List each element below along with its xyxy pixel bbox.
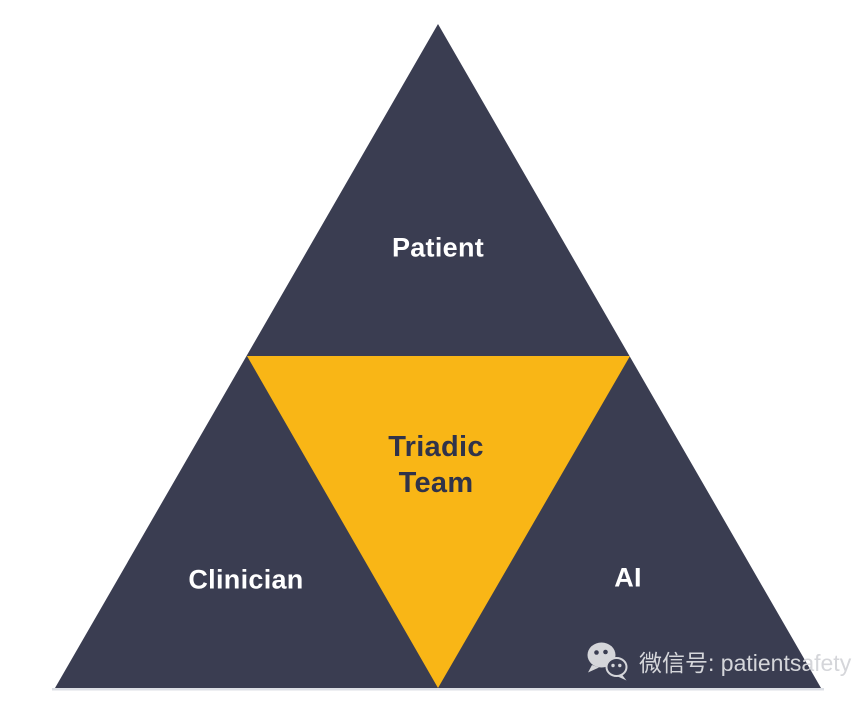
center-label-line2: Team — [398, 467, 474, 499]
center-triangle — [247, 356, 630, 688]
vertex-label-clinician: Clinician — [188, 564, 304, 595]
center-label-line1: Triadic — [388, 431, 484, 463]
center-label: Triadic Team — [388, 429, 484, 501]
wechat-icon — [587, 642, 628, 681]
base-shadow-line — [52, 688, 824, 691]
watermark: 微信号: patientsafety — [586, 641, 851, 681]
vertex-label-patient: Patient — [391, 232, 485, 263]
watermark-text: 微信号: patientsafety — [639, 650, 852, 676]
vertex-label-ai: AI — [614, 562, 642, 593]
